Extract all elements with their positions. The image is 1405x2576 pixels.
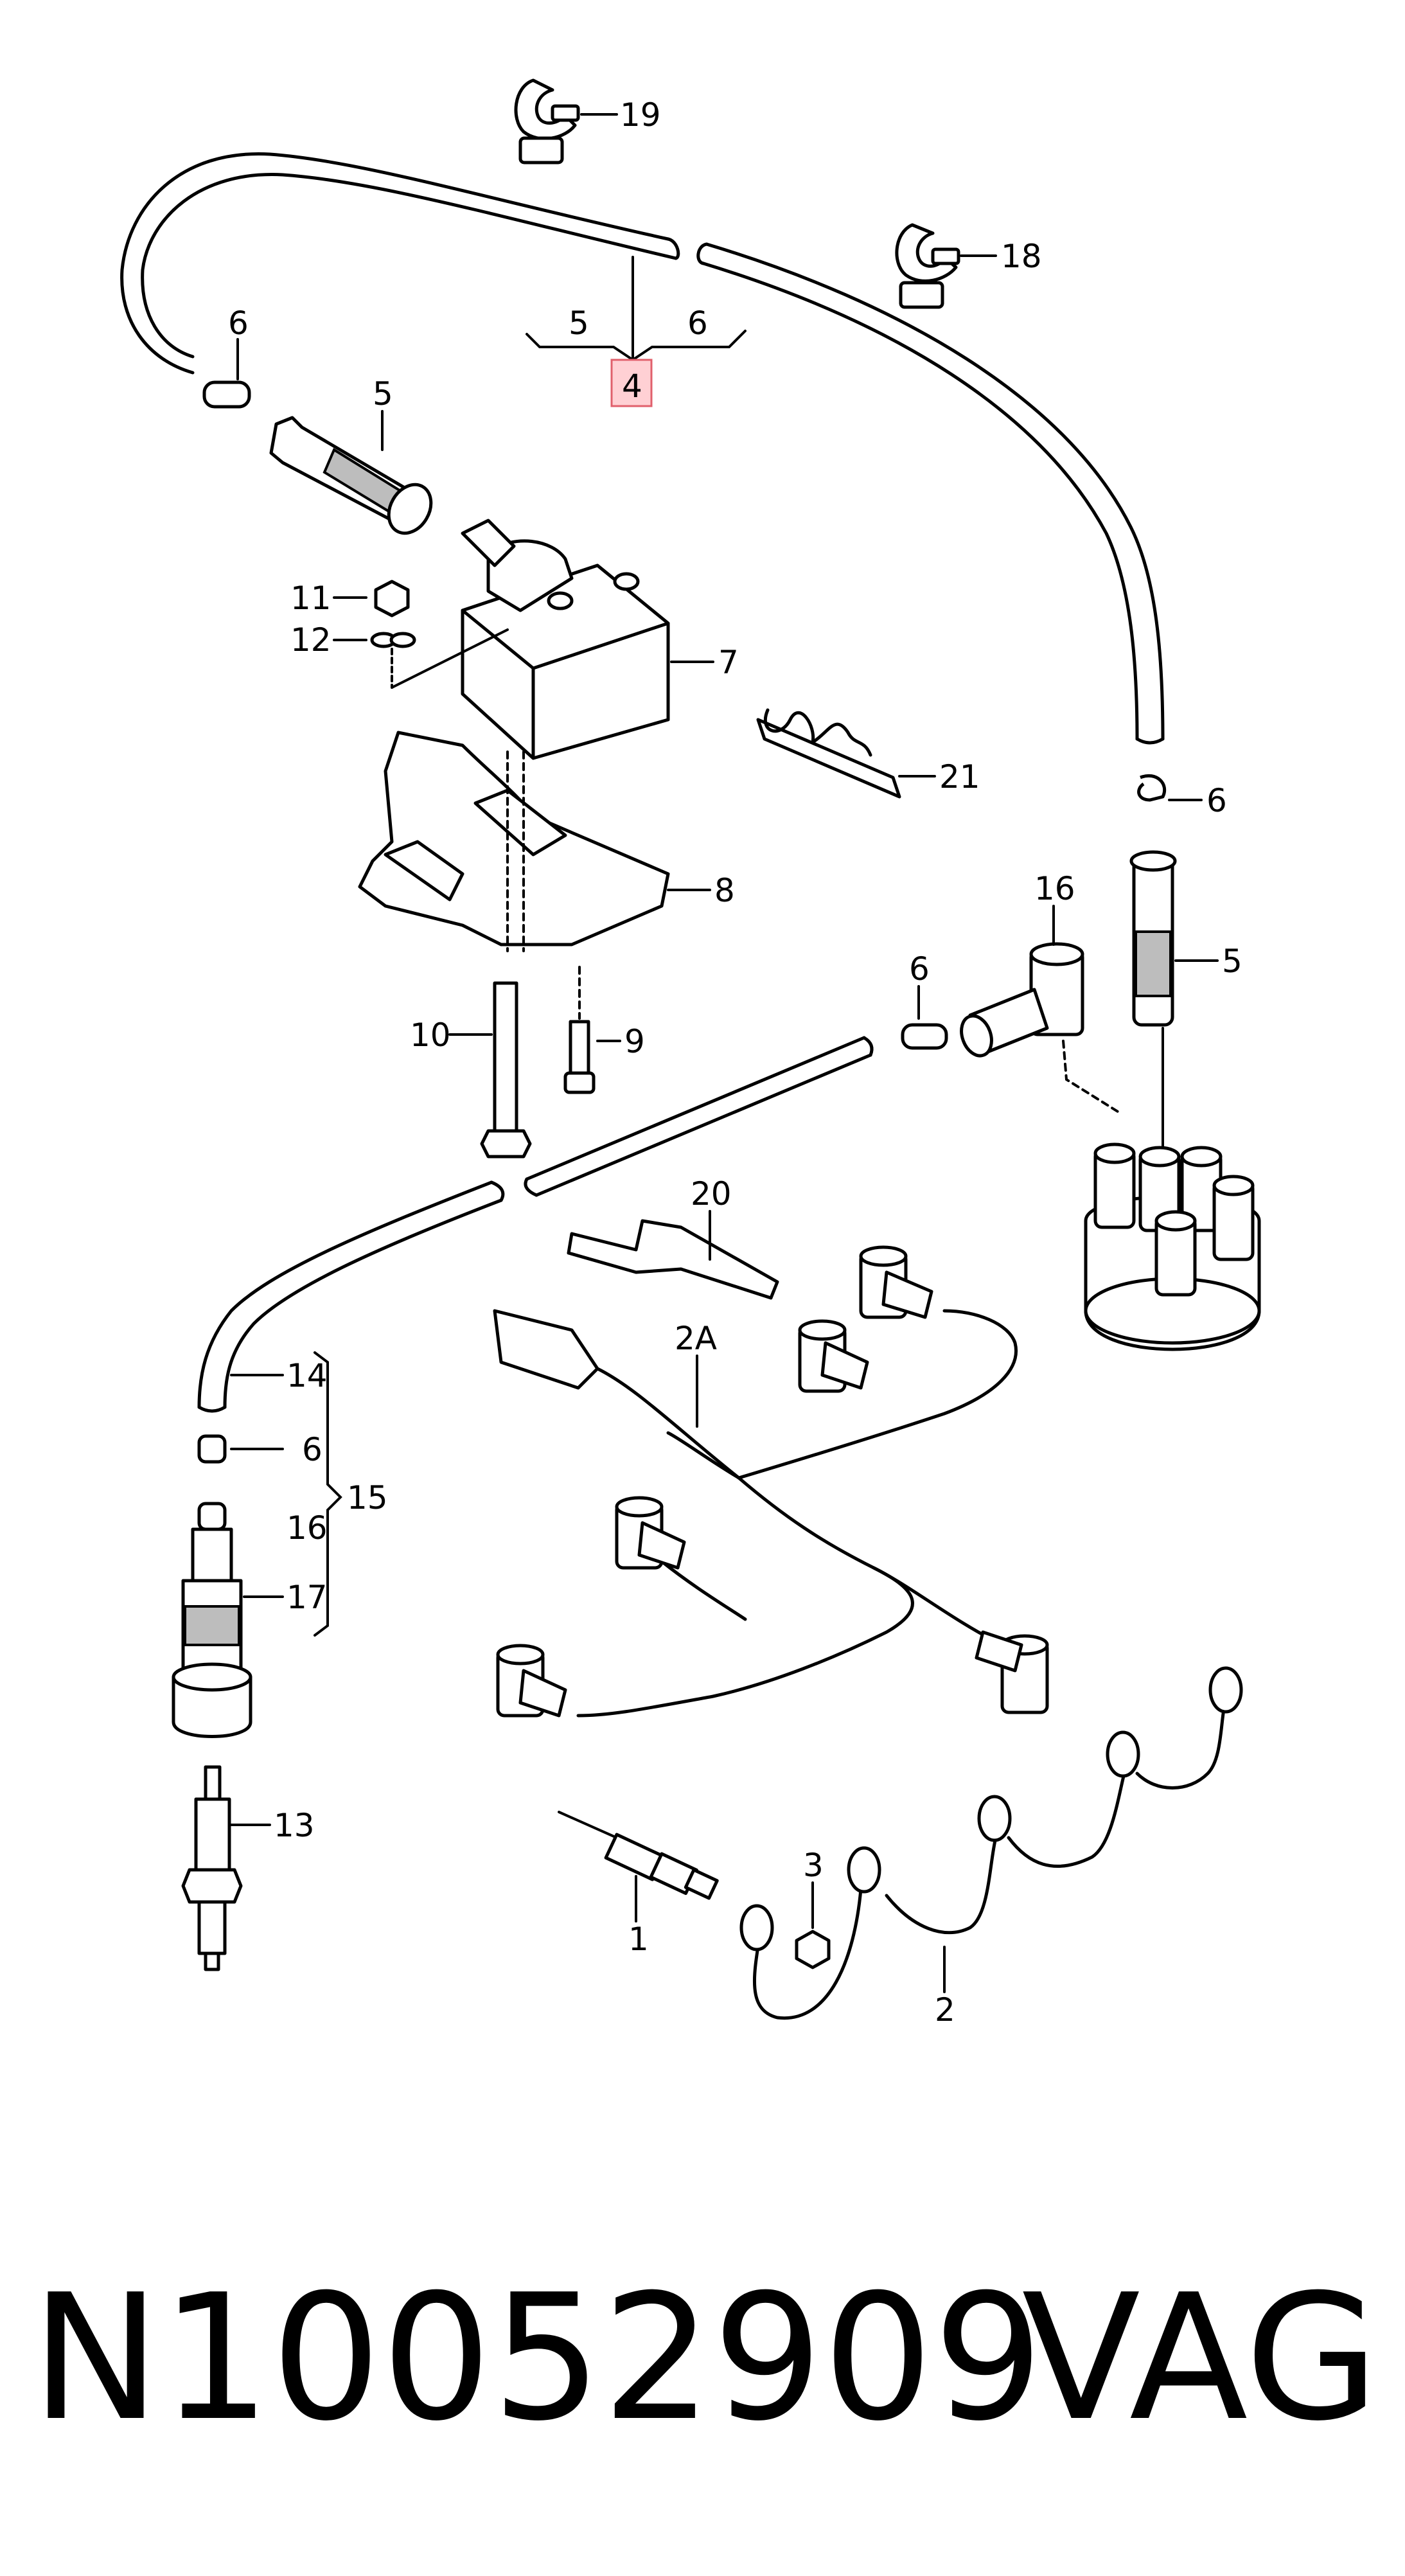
angled-plug-16 <box>960 905 1119 1113</box>
mounting-bracket-8 <box>358 731 711 952</box>
cable-comb-21 <box>756 708 936 799</box>
ignition-system-parts-diagram: 19 18 5 6 4 6 5 11 12 7 21 6 8 16 5 6 10… <box>120 78 1261 2029</box>
callout-5-right: 5 <box>1222 943 1242 980</box>
callout-16: 16 <box>1034 870 1075 907</box>
callout-21: 21 <box>939 758 980 795</box>
plug-connector-5-right <box>1129 850 1219 1151</box>
callout-6-right: 6 <box>1206 782 1227 819</box>
callout-4: 4 <box>622 368 642 405</box>
callout-15: 15 <box>347 1479 388 1516</box>
hex-nut-3 <box>795 1881 831 1969</box>
cable-ring-6-left <box>197 1434 284 1464</box>
callout-19: 19 <box>620 96 661 134</box>
callout-16-left: 16 <box>287 1509 328 1547</box>
callout-2: 2 <box>935 1991 955 2029</box>
callout-4-sub-5: 5 <box>569 305 589 342</box>
part-number: N10052909 <box>31 2257 1044 2459</box>
wiring-harness-2A <box>493 1309 1018 1718</box>
harness-plug-top-right <box>859 1245 933 1319</box>
callout-3: 3 <box>803 1847 824 1884</box>
screw-9 <box>563 966 621 1094</box>
callout-17: 17 <box>287 1579 328 1616</box>
callout-4-bracket <box>526 256 747 407</box>
plug-connector-5-top <box>269 410 433 535</box>
ignition-cable-top <box>120 152 1165 745</box>
group-bracket-15 <box>314 1351 342 1637</box>
callout-20: 20 <box>691 1175 732 1212</box>
callout-12: 12 <box>290 621 331 659</box>
callout-8: 8 <box>714 872 735 909</box>
ground-strap-2 <box>739 1666 1243 2020</box>
cable-bracket-20 <box>567 1210 779 1300</box>
ignition-coil-7 <box>461 519 714 760</box>
cable-ring-6-top <box>202 338 251 409</box>
callout-6-top: 6 <box>228 305 249 342</box>
bolt-10 <box>448 981 532 1159</box>
cable-ring-6-middle <box>901 985 948 1050</box>
harness-plug-middle-left <box>615 1496 686 1570</box>
distributor-cap <box>1084 1142 1261 1351</box>
callout-4-sub-6: 6 <box>687 305 708 342</box>
sensor-1 <box>558 1811 719 1923</box>
harness-plug-lower-left <box>496 1644 567 1718</box>
footer: N10052909 VAG <box>0 2230 1405 2487</box>
callout-6-left: 6 <box>302 1431 323 1468</box>
cable-ring-6-right <box>1137 774 1203 802</box>
harness-plug-upper-left <box>798 1319 869 1393</box>
callout-14: 14 <box>287 1357 328 1394</box>
callout-7: 7 <box>718 644 739 681</box>
callout-6-middle: 6 <box>909 950 930 988</box>
callout-5-top: 5 <box>373 375 393 413</box>
spark-plug-connector-17 <box>172 1502 284 1738</box>
callout-4-highlight <box>610 359 653 407</box>
cable-clip-19 <box>514 78 618 164</box>
callout-2A: 2A <box>675 1320 717 1357</box>
ignition-cable-middle <box>197 1036 874 1413</box>
washer-12 <box>333 628 509 689</box>
spark-plug-13 <box>181 1765 271 1971</box>
callout-18: 18 <box>1001 238 1042 275</box>
callout-11: 11 <box>290 580 331 617</box>
callout-13: 13 <box>274 1807 315 1844</box>
callout-1: 1 <box>628 1921 649 1958</box>
callout-10: 10 <box>410 1017 451 1054</box>
callout-9: 9 <box>624 1023 645 1060</box>
cable-clip-18 <box>895 223 997 309</box>
hex-nut-11 <box>333 580 410 617</box>
brand-name: VAG <box>1021 2257 1379 2459</box>
harness-plug-lower-right <box>975 1630 1049 1714</box>
